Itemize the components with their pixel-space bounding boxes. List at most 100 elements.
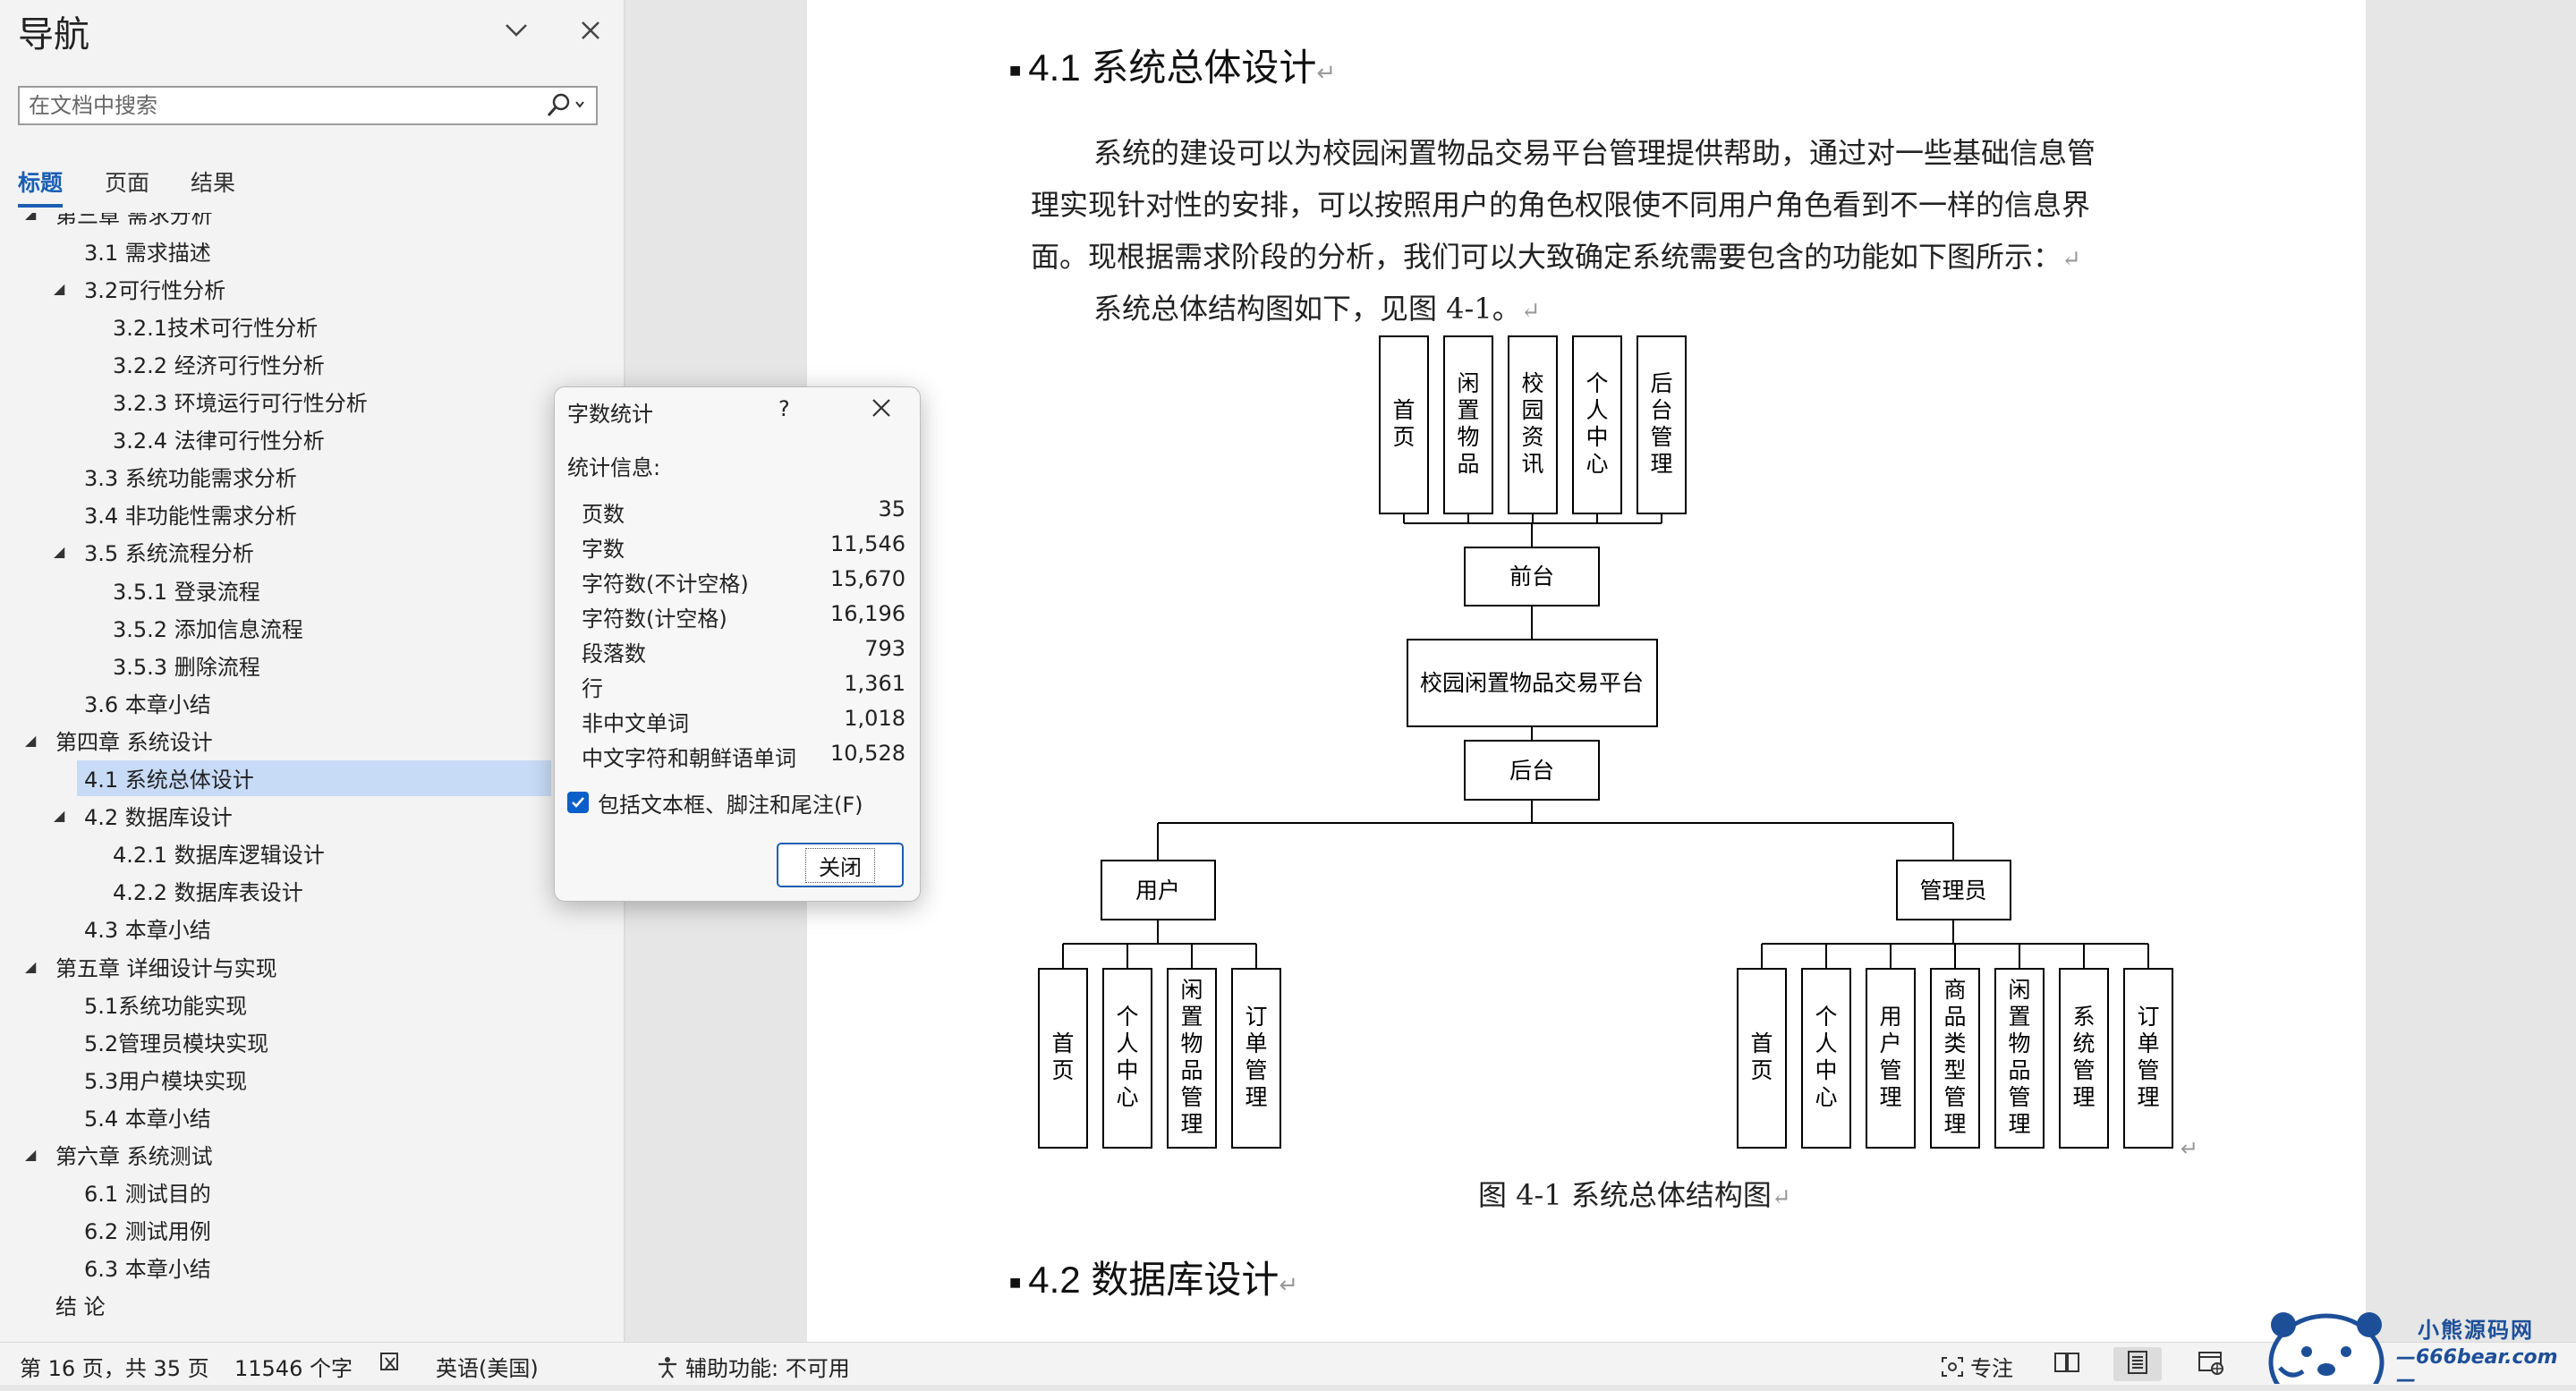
outline-item[interactable]: ◢第三章 需求分析 bbox=[0, 213, 617, 231]
paragraph-line: 系统总体结构图如下，见图 4-1。↵ bbox=[1093, 292, 1541, 326]
outline-item[interactable]: 3.2.2 经济可行性分析 bbox=[0, 345, 617, 381]
stat-value: 793 bbox=[864, 636, 905, 661]
outline-item[interactable]: 4.3 本章小结 bbox=[0, 911, 617, 946]
language-status[interactable]: 英语(美国) bbox=[436, 1356, 539, 1381]
outline-item[interactable]: 3.4 非功能性需求分析 bbox=[0, 496, 617, 532]
node-label: 闲置物品管理 bbox=[1180, 977, 1203, 1137]
nav-title: 导航 bbox=[18, 14, 89, 55]
outline-item-label: 第四章 系统设计 bbox=[55, 729, 213, 755]
include-textboxes-checkbox[interactable]: 包括文本框、脚注和尾注(F) bbox=[567, 787, 863, 818]
outline-item[interactable]: 3.1 需求描述 bbox=[0, 233, 617, 268]
module-box bbox=[1167, 968, 1217, 1149]
active-tab-indicator bbox=[18, 204, 63, 208]
outline-item-label: 结 论 bbox=[55, 1294, 106, 1320]
outline-item[interactable]: 5.1系统功能实现 bbox=[0, 986, 617, 1022]
outline-item[interactable]: 3.6 本章小结 bbox=[0, 684, 617, 720]
node-label: 前台 bbox=[1509, 564, 1554, 589]
paragraph-line: 系统的建设可以为校园闲置物品交易平台管理提供帮助，通过对一些基础信息管 bbox=[1093, 136, 2096, 170]
focus-mode-button[interactable]: 专注 bbox=[1940, 1351, 2013, 1382]
stat-value: 35 bbox=[878, 496, 905, 522]
close-icon bbox=[581, 21, 600, 44]
checkmark-icon bbox=[567, 792, 589, 813]
outline-item[interactable]: ◢4.2 数据库设计 bbox=[0, 798, 617, 834]
outline-item[interactable]: 3.5.3 删除流程 bbox=[0, 647, 617, 683]
read-mode-icon bbox=[2053, 1351, 2080, 1378]
tab-headings[interactable]: 标题 bbox=[18, 170, 64, 196]
stat-row: 段落数 793 bbox=[582, 632, 905, 666]
collapse-triangle-icon[interactable]: ◢ bbox=[54, 279, 65, 297]
stat-value: 15,670 bbox=[830, 566, 905, 591]
outline-item[interactable]: 6.3 本章小结 bbox=[0, 1250, 617, 1285]
word-count[interactable]: 11546 个字 bbox=[234, 1356, 353, 1381]
outline-item[interactable]: 4.2.1 数据库逻辑设计 bbox=[0, 835, 617, 871]
read-mode-button[interactable] bbox=[2043, 1347, 2091, 1381]
collapse-triangle-icon[interactable]: ◢ bbox=[25, 957, 37, 975]
outline-item[interactable]: 4.1 系统总体设计 bbox=[77, 759, 551, 796]
search-button[interactable] bbox=[540, 90, 592, 123]
outline-item[interactable]: 3.3 系统功能需求分析 bbox=[0, 459, 617, 495]
outline-item[interactable]: 3.2.4 法律可行性分析 bbox=[0, 421, 617, 457]
close-button[interactable]: 关闭 bbox=[777, 843, 904, 887]
outline-item[interactable]: 5.4 本章小结 bbox=[0, 1098, 617, 1134]
module-box bbox=[1930, 968, 1980, 1149]
outline-item[interactable]: 3.2.3 环境运行可行性分析 bbox=[0, 384, 617, 420]
outline-item[interactable]: ◢3.5 系统流程分析 bbox=[0, 534, 617, 570]
collapse-triangle-icon[interactable]: ◢ bbox=[54, 807, 65, 825]
outline-item-label: 3.1 需求描述 bbox=[84, 240, 211, 266]
dialog-close-button[interactable] bbox=[859, 389, 904, 430]
tab-pages[interactable]: 页面 bbox=[105, 170, 150, 196]
stat-value: 11,546 bbox=[830, 531, 905, 556]
node-label: 订单管理 bbox=[2137, 1004, 2159, 1110]
outline-item[interactable]: 3.5.2 添加信息流程 bbox=[0, 609, 617, 645]
collapse-triangle-icon[interactable]: ◢ bbox=[25, 731, 37, 749]
heading-4-2: ■4.2 数据库设计↵ bbox=[1009, 1259, 1299, 1301]
statistics-heading: 统计信息: bbox=[567, 455, 661, 480]
collapse-triangle-icon[interactable]: ◢ bbox=[25, 213, 37, 222]
outline-item[interactable]: 5.2管理员模块实现 bbox=[0, 1023, 617, 1059]
heading-4-1: ■4.1 系统总体设计↵ bbox=[1009, 47, 1337, 89]
outline-item[interactable]: ◢3.2可行性分析 bbox=[0, 270, 617, 306]
outline-item-label: 3.5.3 删除流程 bbox=[113, 654, 260, 680]
search-icon bbox=[546, 91, 587, 122]
outline-item[interactable]: ◢第六章 系统测试 bbox=[0, 1137, 617, 1173]
node-label: 校园闲置物品交易平台 bbox=[1420, 670, 1644, 696]
node-label: 订单管理 bbox=[1245, 1004, 1267, 1110]
outline-item[interactable]: ◢ 第四章 系统设计 bbox=[0, 722, 617, 758]
proofing-icon bbox=[378, 1351, 405, 1374]
outline-item[interactable]: 结 论 bbox=[0, 1287, 617, 1323]
node-label: 系统管理 bbox=[2072, 1004, 2095, 1110]
outline-item[interactable]: 3.2.1技术可行性分析 bbox=[0, 308, 617, 344]
tab-results[interactable]: 结果 bbox=[191, 170, 236, 196]
outline-item[interactable]: 3.5.1 登录流程 bbox=[0, 572, 617, 607]
outline-item[interactable]: 6.2 测试用例 bbox=[0, 1212, 617, 1248]
module-box bbox=[1231, 968, 1281, 1149]
page-count[interactable]: 第 16 页，共 35 页 bbox=[20, 1356, 209, 1381]
search-input[interactable] bbox=[20, 88, 530, 123]
outline-item[interactable]: 5.3用户模块实现 bbox=[0, 1061, 617, 1097]
print-layout-button[interactable] bbox=[2113, 1347, 2162, 1381]
outline-item[interactable]: ◢第五章 详细设计与实现 bbox=[0, 948, 617, 984]
module-box bbox=[1737, 968, 1787, 1149]
stat-label: 字符数(不计空格) bbox=[582, 572, 749, 597]
outline-item[interactable]: 4.2.2 数据库表设计 bbox=[0, 873, 617, 909]
stat-label: 段落数 bbox=[582, 641, 646, 666]
document-page[interactable]: ■4.1 系统总体设计↵ 系统的建设可以为校园闲置物品交易平台管理提供帮助，通过… bbox=[807, 0, 2366, 1342]
node-label: 用户管理 bbox=[1879, 1004, 1901, 1110]
outline-item[interactable]: 6.1 测试目的 bbox=[0, 1175, 617, 1210]
nav-close-button[interactable] bbox=[571, 13, 610, 52]
stat-value: 1,018 bbox=[844, 706, 905, 731]
stat-value: 10,528 bbox=[830, 741, 905, 766]
collapse-triangle-icon[interactable]: ◢ bbox=[54, 543, 65, 561]
help-button[interactable]: ? bbox=[778, 396, 790, 421]
web-layout-button[interactable] bbox=[2187, 1347, 2235, 1381]
accessibility-status[interactable]: 辅助功能: 不可用 bbox=[655, 1351, 850, 1382]
bear-logo-icon bbox=[2268, 1312, 2385, 1384]
nav-options-button[interactable] bbox=[497, 13, 536, 52]
collapse-triangle-icon[interactable]: ◢ bbox=[25, 1146, 37, 1163]
proofing-status[interactable] bbox=[378, 1351, 411, 1374]
watermark-title: 小熊源码网 bbox=[2418, 1318, 2534, 1343]
